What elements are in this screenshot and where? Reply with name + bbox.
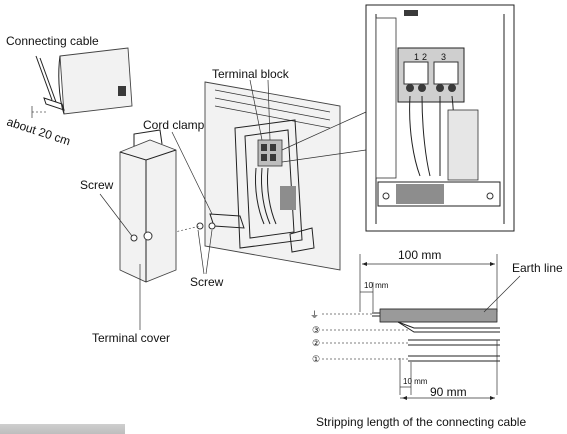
about-20cm-label: about 20 cm [5,115,72,149]
terminal-cover-illustration [119,129,177,283]
earth-line-label: Earth line [512,261,563,275]
stripping-caption: Stripping length of the connecting cable [316,415,526,429]
cord-clamp-label: Cord clamp [143,118,205,132]
indoor-unit-terminal-area [149,81,341,271]
wire-marker-3: ③ [312,325,320,335]
terminal-block-label: Terminal block [212,67,290,81]
stripping-length-diagram [322,254,500,400]
earth-symbol: ⏚ [310,310,319,320]
dimension-10mm-earth: 10 mm [364,281,389,290]
terminal-number-1: 1 [414,52,419,62]
wire-marker-2: ② [312,338,320,348]
screw-bottom-label: Screw [190,275,224,289]
terminal-cover-label: Terminal cover [92,331,170,345]
wire-marker-1: ① [312,354,320,364]
dimension-100mm: 100 mm [398,248,441,262]
dimension-10mm-core: 10 mm [403,377,428,386]
note-heading-bar [0,424,125,434]
indoor-unit-illustration [31,47,133,118]
terminal-number-2: 2 [422,52,427,62]
connecting-cable-label: Connecting cable [6,34,99,48]
screw-left-label: Screw [80,178,114,192]
terminal-number-3: 3 [441,52,446,62]
terminal-block-closeup [365,4,515,232]
dimension-90mm: 90 mm [430,385,467,399]
